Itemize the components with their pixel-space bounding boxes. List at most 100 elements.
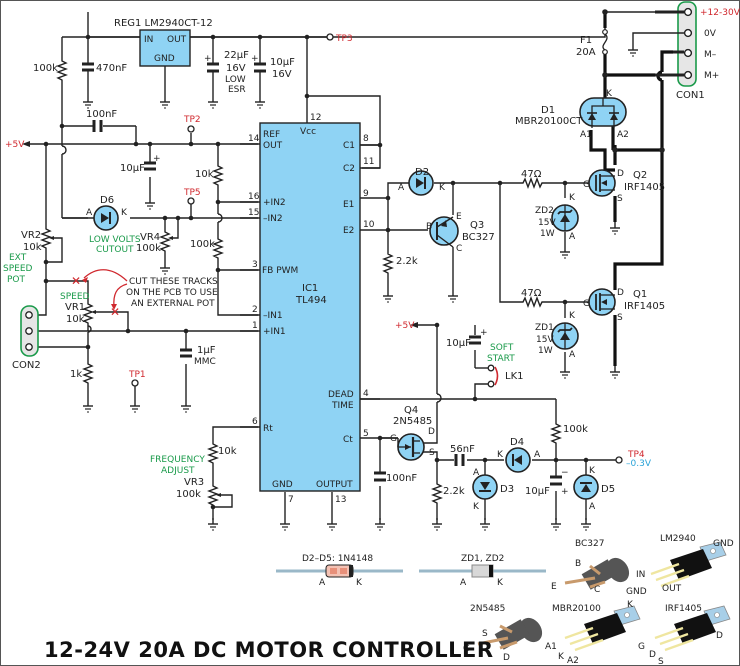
pinout-lm2940-out: OUT bbox=[662, 584, 682, 594]
q3-part: BC327 bbox=[462, 232, 495, 243]
pin5-label: Ct bbox=[343, 435, 353, 445]
capacitor-470nf bbox=[82, 62, 94, 72]
connector-con2 bbox=[20, 305, 39, 357]
pinout-irf1405-label: IRF1405 bbox=[665, 604, 702, 614]
d4-anode: A bbox=[534, 450, 541, 460]
capacitor-10uf-softstart: + bbox=[469, 328, 488, 345]
pin16-label: +IN2 bbox=[263, 198, 286, 208]
pin10-label: E2 bbox=[343, 226, 354, 236]
pinout-1n4148 bbox=[276, 564, 403, 578]
f1-label: F1 bbox=[580, 35, 592, 46]
speed-label: SPEED bbox=[60, 292, 90, 302]
freq-note2: ADJUST bbox=[161, 466, 195, 476]
pin14-label1: REF bbox=[263, 130, 280, 140]
c22u-voltage: 16V bbox=[226, 63, 246, 74]
pinout-lm2940-gnd: GND bbox=[626, 587, 647, 597]
tp4-label: TP4 bbox=[627, 450, 645, 460]
pin16-num: 16 bbox=[248, 192, 260, 202]
resistor-100k-dt bbox=[551, 419, 561, 447]
pin12-num: 12 bbox=[310, 113, 321, 123]
svg-text:+: + bbox=[251, 54, 259, 64]
pin8-num: 8 bbox=[363, 134, 369, 144]
pinout-2n5485-label: 2N5485 bbox=[470, 604, 505, 614]
diode-d6 bbox=[93, 205, 119, 231]
pinout-lm2940-label: LM2940 bbox=[660, 534, 696, 544]
d3-cathode: K bbox=[473, 502, 480, 512]
pinout-irf1405 bbox=[654, 605, 731, 652]
zd1-k: K bbox=[569, 311, 576, 321]
vr3-value: 100k bbox=[176, 489, 201, 500]
pinout-irf1405-tab: D bbox=[716, 631, 723, 641]
cut-note-line2: ON THE PCB TO USE bbox=[126, 288, 218, 298]
ic1-tl494 bbox=[259, 122, 361, 492]
q4-label: Q4 bbox=[404, 405, 418, 416]
capacitor-10uf-neg: − + bbox=[550, 468, 569, 497]
svg-text:−: − bbox=[561, 468, 569, 478]
freq-note1: FREQUENCY bbox=[150, 455, 205, 465]
trimpot-vr3 bbox=[208, 481, 218, 509]
pin12-label: Vcc bbox=[300, 127, 316, 137]
pinout-1n4148-a: A bbox=[319, 578, 326, 588]
zd1-power: 1W bbox=[538, 346, 553, 356]
zd2-power: 1W bbox=[540, 229, 555, 239]
q2-source: S bbox=[617, 194, 623, 204]
r2k2-q4-label: 2.2k bbox=[443, 486, 465, 497]
d3-anode: A bbox=[473, 468, 480, 478]
vr4-label: VR4 bbox=[140, 232, 160, 243]
fuse-f1 bbox=[602, 29, 608, 55]
d4-cathode: K bbox=[497, 450, 504, 460]
pin14-label2: OUT bbox=[263, 141, 283, 151]
d4-label: D4 bbox=[510, 437, 524, 448]
capacitor-10uf-ref: + bbox=[144, 154, 161, 171]
d1-a2: A2 bbox=[617, 130, 629, 140]
svg-text:+: + bbox=[561, 487, 569, 497]
r100k-dt-label: 100k bbox=[563, 424, 588, 435]
link-lk1[interactable] bbox=[487, 364, 499, 388]
diode-d2 bbox=[408, 170, 434, 196]
pinout-bc327-e: E bbox=[551, 582, 557, 592]
pinout-zener-a: A bbox=[460, 578, 467, 588]
con1-supply: +12-30V bbox=[700, 8, 740, 18]
tp2-label: TP2 bbox=[183, 115, 201, 125]
q3-emitter: E bbox=[456, 212, 462, 222]
c22u-note2: ESR bbox=[228, 85, 246, 95]
pinout-zener-label: ZD1, ZD2 bbox=[461, 554, 504, 564]
pin1-label: +IN1 bbox=[263, 327, 286, 337]
vr1-label: VR1 bbox=[65, 302, 85, 313]
r47-q1-label: 47Ω bbox=[521, 288, 542, 299]
pin11-num: 11 bbox=[363, 157, 374, 167]
mosfet-q1 bbox=[588, 288, 616, 316]
c10u-neg-label: 10µF bbox=[525, 486, 550, 497]
pinout-zener bbox=[419, 564, 546, 578]
pin11-label: C2 bbox=[343, 164, 355, 174]
wires-output bbox=[360, 12, 673, 520]
q3-base: B bbox=[426, 222, 432, 232]
tp5-point bbox=[187, 197, 195, 205]
d5-anode: A bbox=[589, 502, 596, 512]
pinout-2n5485-d: D bbox=[503, 653, 510, 663]
pin2-num: 2 bbox=[252, 305, 258, 315]
d3-label: D3 bbox=[500, 484, 514, 495]
c100n-ref-label: 100nF bbox=[86, 109, 117, 120]
zd2-k: K bbox=[569, 193, 576, 203]
resistor-47r-q1 bbox=[518, 297, 546, 307]
capacitor-1uf bbox=[180, 348, 192, 358]
d1-part: MBR20100CT bbox=[515, 116, 583, 127]
c10u-reg-voltage: 16V bbox=[272, 69, 292, 80]
ext-speed-note1: EXT bbox=[9, 253, 27, 263]
pinout-lm2940 bbox=[650, 541, 727, 588]
pinout-lm2940-in: IN bbox=[636, 570, 645, 580]
soft-start-2: START bbox=[487, 354, 515, 364]
reg1-pin-in: IN bbox=[144, 35, 153, 45]
zener-zd1 bbox=[551, 322, 579, 350]
pinout-mbr20100-a2: A2 bbox=[567, 656, 579, 666]
cut-note-line1: CUT THESE TRACKS bbox=[129, 277, 218, 287]
q3-label: Q3 bbox=[470, 220, 484, 231]
diode-d4 bbox=[505, 447, 531, 473]
capacitor-22uf: + bbox=[204, 54, 219, 73]
vr4-value: 100k bbox=[136, 243, 161, 254]
pinout-mbr20100-tab: K bbox=[627, 600, 634, 610]
zd1-voltage: 15V bbox=[536, 335, 554, 345]
pin8-label: C1 bbox=[343, 141, 355, 151]
